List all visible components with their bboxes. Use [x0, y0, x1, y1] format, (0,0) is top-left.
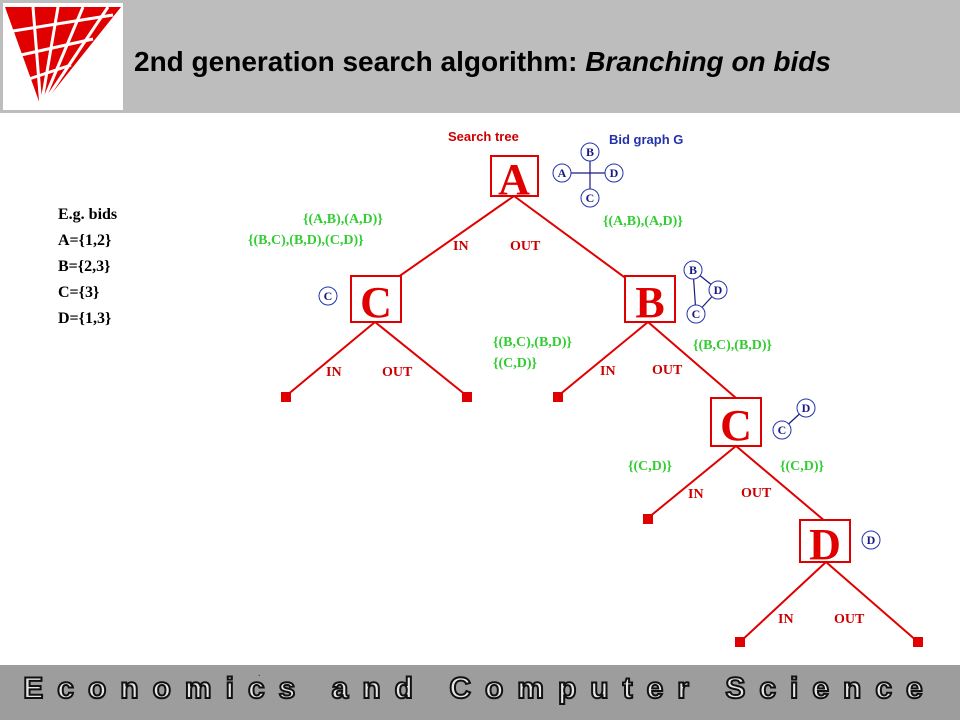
graph-vertex	[796, 398, 816, 418]
graph-vertex-label: C	[778, 423, 787, 437]
graph-vertex-label: C	[692, 307, 701, 321]
node-b-label: B	[635, 278, 664, 327]
in-label: IN	[453, 239, 469, 254]
node-c-right: C	[710, 397, 762, 450]
edge-b-c2	[647, 321, 737, 399]
graph-vertex	[552, 163, 572, 183]
footer-bar	[0, 665, 960, 720]
bid-graph-full: B A D C	[552, 142, 624, 208]
edge-c-leaf2	[374, 321, 468, 397]
leaf-marker	[735, 637, 745, 647]
leaf-marker	[643, 514, 653, 524]
graph-vertex-label: B	[586, 145, 594, 159]
footer-title: Economics and Computer Science	[22, 671, 937, 706]
graph-vertex-label: C	[324, 289, 333, 303]
node-c-left: C	[350, 275, 402, 327]
node-d: D	[799, 519, 851, 569]
edge-b-leaf	[557, 321, 649, 397]
graph-vertex	[772, 420, 792, 440]
edge-set-root-out: {(A,B),(A,D)}	[603, 214, 683, 229]
bid-item: B={2,3}	[58, 258, 111, 275]
graph-vertex	[318, 286, 338, 306]
bid-graph-label: Bid graph G	[609, 132, 683, 147]
red-fan-logo-icon	[3, 3, 123, 110]
graph-vertex-label: D	[610, 166, 619, 180]
graph-vertex	[580, 142, 600, 162]
edge-set-b-out: {(B,C),(B,D)}	[693, 338, 773, 353]
out-label: OUT	[382, 365, 413, 380]
edge-c-leaf1	[285, 321, 376, 397]
edge-d-leaf2	[825, 561, 919, 643]
edge-set-b-in-2: {(C,D)}	[493, 356, 538, 371]
node-a-label: A	[498, 155, 530, 204]
edge-set-b-in-1: {(B,C),(B,D)}	[493, 335, 573, 350]
edge-c2-d	[735, 445, 827, 523]
in-label: IN	[326, 365, 342, 380]
node-c-left-label: C	[360, 278, 392, 327]
leaf-marker	[462, 392, 472, 402]
edge-c2-leaf	[647, 445, 737, 519]
graph-vertex-label: D	[802, 401, 811, 415]
bid-item: C={3}	[58, 284, 100, 301]
edge-set-c-out: {(C,D)}	[780, 459, 825, 474]
leaf-marker	[281, 392, 291, 402]
bid-graph-d: D	[861, 530, 881, 550]
graph-vertex	[861, 530, 881, 550]
out-label: OUT	[741, 486, 772, 501]
graph-vertex	[686, 304, 706, 324]
graph-vertex-label: D	[867, 533, 876, 547]
node-a: A	[490, 155, 539, 204]
out-label: OUT	[834, 612, 865, 627]
bid-graph-c-right: D C	[772, 398, 816, 440]
bids-list: E.g. bids A={1,2} B={2,3} C={3} D={1,3}	[58, 202, 117, 332]
edge-set-root-in-1: {(A,B),(A,D)}	[303, 212, 383, 227]
footer-dot: .	[258, 668, 261, 679]
bid-graph-c-left: C	[318, 286, 338, 306]
node-d-label: D	[809, 520, 841, 569]
in-label: IN	[688, 487, 704, 502]
out-label: OUT	[510, 239, 541, 254]
leaf-marker	[553, 392, 563, 402]
edge-set-c-in: {(C,D)}	[628, 459, 673, 474]
graph-vertex-label: C	[586, 191, 595, 205]
graph-vertex	[580, 188, 600, 208]
search-tree-label: Search tree	[448, 129, 519, 144]
bid-item: A={1,2}	[58, 232, 112, 249]
in-label: IN	[600, 364, 616, 379]
edge-d-leaf1	[739, 561, 827, 643]
title-emphasis: Branching on bids	[585, 46, 831, 77]
graph-vertex-label: A	[558, 166, 567, 180]
bid-item: D={1,3}	[58, 310, 112, 327]
tree-edges	[285, 195, 919, 643]
header-bar	[0, 0, 960, 113]
node-b: B	[624, 275, 676, 327]
graph-vertex-label: B	[689, 263, 697, 277]
edge-set-root-in-2: {(B,C),(B,D),(C,D)}	[248, 233, 364, 248]
graph-vertex	[683, 260, 703, 280]
page-title: 2nd generation search algorithm: Branchi…	[134, 46, 831, 78]
graph-vertex	[604, 163, 624, 183]
title-prefix: 2nd generation search algorithm:	[134, 46, 586, 77]
bid-graph-b: B D C	[683, 260, 728, 324]
bids-heading: E.g. bids	[58, 206, 118, 223]
in-label: IN	[778, 612, 794, 627]
graph-vertex-label: D	[714, 283, 723, 297]
node-c-right-label: C	[720, 401, 752, 450]
leaf-marker	[913, 637, 923, 647]
graph-vertex	[708, 280, 728, 300]
out-label: OUT	[652, 363, 683, 378]
